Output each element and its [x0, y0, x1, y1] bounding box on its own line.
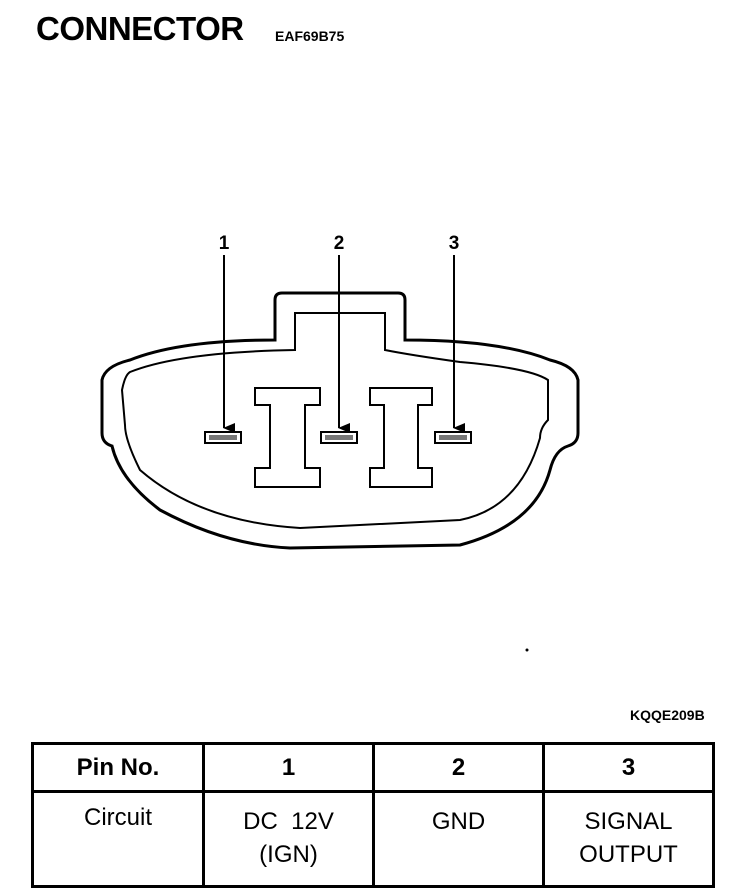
circuit-cell-1: DC 12V (IGN): [202, 790, 375, 888]
pin-3-label: 3: [449, 233, 460, 254]
pin-2-label: 2: [334, 233, 345, 254]
pin-number-2: 2: [372, 742, 545, 793]
connector-key-right: [369, 387, 433, 488]
pin-number-1: 1: [202, 742, 375, 793]
terminal-pin-3: [434, 431, 472, 444]
circuit-3-line2: OUTPUT: [579, 841, 678, 868]
terminal-pin-1: [204, 431, 242, 444]
scan-speck: [525, 648, 529, 652]
circuit-1-line2: (IGN): [259, 841, 318, 868]
circuit-3-line1: SIGNAL: [584, 808, 673, 835]
circuit-header-label: Circuit: [83, 804, 152, 831]
circuit-1-line1: DC 12V: [243, 808, 334, 835]
figure-code: KQQE209B: [630, 707, 705, 723]
document-code: EAF69B75: [275, 28, 345, 44]
circuit-cell-3: SIGNAL OUTPUT: [542, 790, 715, 888]
pin-number-header: Pin No.: [31, 742, 205, 793]
pin-table: Pin No. 1 2 3 Circuit DC 12V (IGN) GND S…: [31, 742, 715, 888]
page-title: CONNECTOR: [36, 10, 244, 47]
pin-number-row: Pin No. 1 2 3: [31, 742, 715, 793]
circuit-cell-2: GND: [372, 790, 545, 888]
connector-housing-inner: [120, 312, 549, 530]
circuit-2-line1: GND: [431, 808, 486, 835]
pin-number-3: 3: [542, 742, 715, 793]
pin-1-label: 1: [219, 233, 230, 254]
circuit-row: Circuit DC 12V (IGN) GND SIGNAL OUTPUT: [31, 790, 715, 888]
connector-diagram: 1 2 3: [100, 233, 580, 652]
circuit-header: Circuit: [31, 790, 205, 888]
connector-housing-outer: [100, 291, 580, 550]
terminal-pin-2: [320, 431, 358, 444]
connector-key-left: [254, 387, 321, 488]
